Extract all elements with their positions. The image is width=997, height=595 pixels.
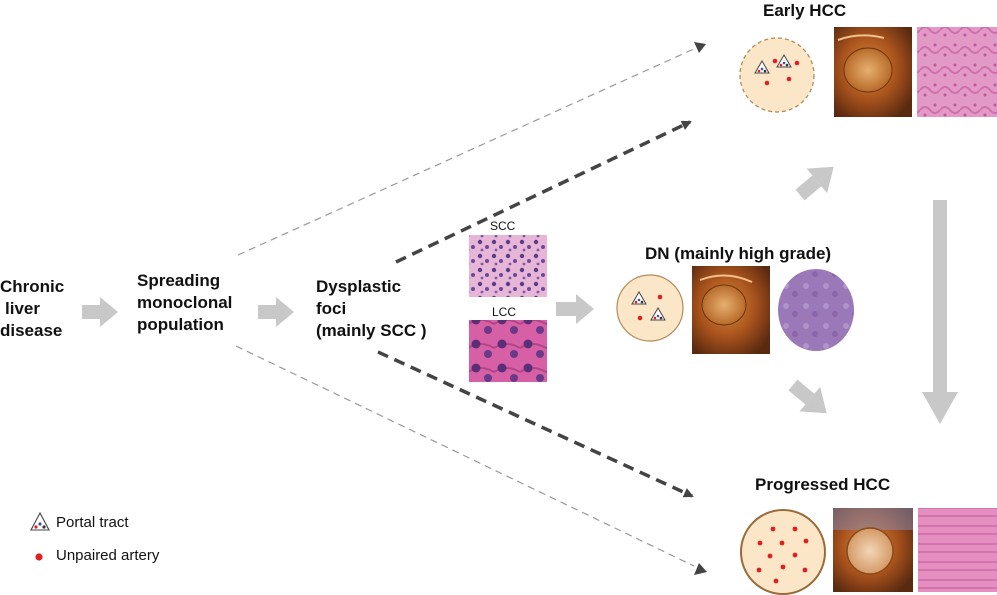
flow-arrow-spreading-dysplastic [258, 297, 294, 327]
scc-label: SCC [490, 219, 516, 233]
early-hcc-histology-image [917, 27, 997, 117]
legend-portal-tract-icon [30, 511, 50, 531]
lcc-histology-image [469, 320, 547, 382]
prog-artery-10 [802, 567, 808, 573]
dn-histology-image [775, 266, 859, 354]
scc-histology-image [469, 235, 547, 297]
prog-artery-5 [803, 538, 809, 544]
prog-artery-1 [770, 526, 776, 532]
arrowhead-light-early [694, 42, 706, 53]
flow-arrow-early-progressed [922, 200, 958, 424]
prog-artery-6 [767, 553, 773, 559]
label-chronic-liver-disease: Chronic liver disease [0, 276, 64, 342]
prog-artery-7 [792, 552, 798, 558]
dn-artery-2 [637, 315, 643, 321]
spreading-line-1: Spreading [137, 271, 221, 290]
early-artery-3 [764, 80, 770, 86]
dysplastic-line-2: foci [316, 299, 347, 318]
flow-arrow-chronic-spreading [82, 297, 118, 327]
early-portal-tract-1 [754, 60, 770, 74]
prog-artery-8 [756, 567, 762, 573]
dn-gross-image [692, 266, 770, 354]
spreading-line-2: monoclonal [137, 293, 233, 312]
flow-arrow-histology-dn [556, 294, 594, 324]
prog-artery-11 [773, 578, 779, 584]
label-dysplastic-foci: Dysplastic foci (mainly SCC ) [316, 276, 427, 342]
dysplastic-line-1: Dysplastic [316, 277, 402, 296]
chronic-line-1: Chronic [0, 277, 65, 296]
legend-unpaired-artery-label: Unpaired artery [56, 547, 160, 564]
dn-artery-1 [657, 294, 663, 300]
dn-portal-tract-2 [650, 307, 666, 321]
progressed-hcc-gross-image [833, 508, 913, 592]
progressed-hcc-histology-image [918, 508, 997, 592]
prog-artery-3 [757, 540, 763, 546]
dn-title: DN (mainly high grade) [645, 244, 832, 263]
dash-dark-dysplastic-early [395, 120, 692, 264]
early-hcc-schematic [739, 37, 815, 113]
label-spreading-monoclonal: Spreading monoclonal population [137, 270, 232, 336]
early-portal-tract-2 [776, 54, 792, 68]
dash-dark-dysplastic-progressed [377, 350, 694, 498]
dysplastic-line-3: (mainly SCC ) [316, 321, 427, 340]
chronic-line-2: liver [5, 299, 40, 318]
prog-artery-2 [792, 526, 798, 532]
early-artery-4 [786, 76, 792, 82]
dn-schematic [616, 274, 684, 342]
early-hcc-title: Early HCC [763, 1, 847, 20]
early-artery-2 [794, 60, 800, 66]
chronic-line-3: disease [0, 321, 63, 340]
early-hcc-gross-image [834, 27, 912, 117]
prog-artery-4 [779, 540, 785, 546]
dn-portal-tract-1 [631, 291, 647, 305]
early-artery-1 [772, 58, 778, 64]
dash-light-spreading-progressed [235, 345, 695, 567]
legend-artery-icon [35, 553, 43, 561]
progressed-hcc-title: Progressed HCC [755, 475, 891, 494]
flow-arrow-dn-early [795, 166, 834, 201]
progressed-hcc-schematic [740, 509, 826, 595]
lcc-label: LCC [492, 305, 517, 319]
prog-artery-9 [780, 564, 786, 570]
arrowhead-light-progressed [694, 563, 707, 575]
legend-portal-tract-label: Portal tract [56, 514, 129, 531]
spreading-line-3: population [137, 315, 224, 334]
flow-arrow-dn-progressed [788, 379, 827, 414]
